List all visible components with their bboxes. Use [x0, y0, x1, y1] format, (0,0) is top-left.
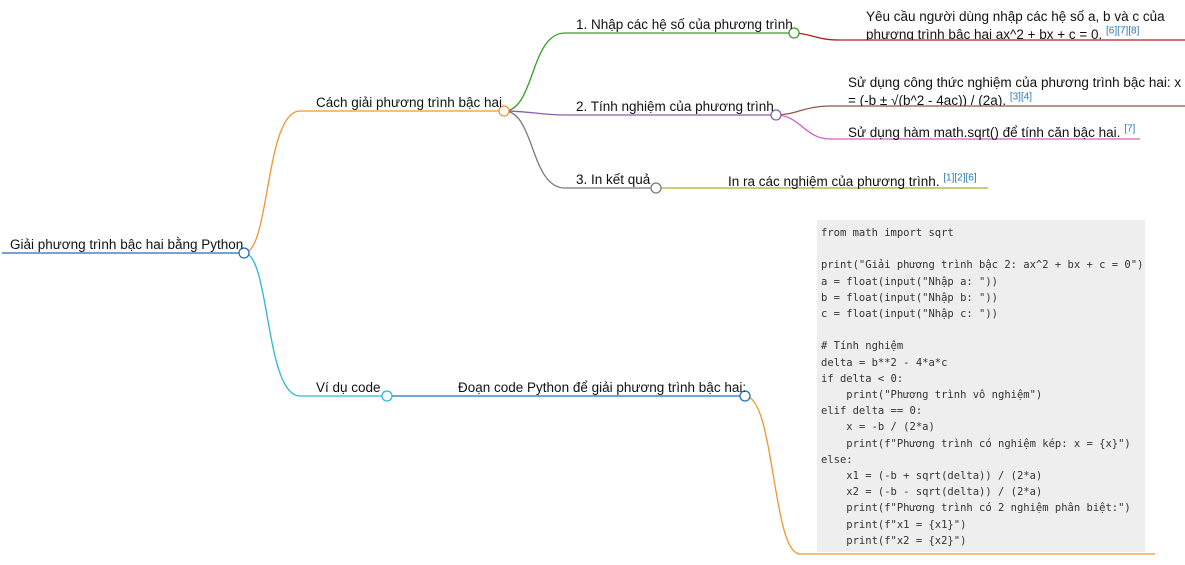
branch-method-label[interactable]: Cách giải phương trình bậc hai — [316, 95, 503, 110]
note-output-citations[interactable]: [1][2][6] — [943, 173, 977, 184]
note-input-text: Yêu cầu người dùng nhập các hệ số a, b v… — [866, 9, 1165, 40]
note-sqrt: Sử dụng hàm math.sqrt() để tính căn bậc … — [848, 124, 1135, 140]
edge-step-compute-to-sqrt-note — [775, 114, 1140, 140]
code-label-node-dot[interactable] — [739, 390, 751, 402]
note-formula: Sử dụng công thức nghiệm của phương trìn… — [848, 74, 1184, 106]
step-compute-label[interactable]: 2. Tính nghiệm của phương trình — [576, 99, 774, 114]
edge-root-to-example — [243, 252, 387, 397]
edge-root-to-method — [243, 110, 504, 254]
step-output-label[interactable]: 3. In kết quả — [576, 172, 651, 187]
branch-example-label[interactable]: Ví dụ code — [316, 380, 381, 395]
edge-method-to-step-output — [503, 110, 656, 189]
note-output-text: In ra các nghiệm của phương trình. — [728, 174, 940, 189]
step-input-node-dot[interactable] — [788, 27, 800, 39]
step-output-node-dot[interactable] — [650, 182, 662, 194]
edge-method-to-step-compute — [503, 110, 776, 116]
note-sqrt-text: Sử dụng hàm math.sqrt() để tính căn bậc … — [848, 125, 1121, 140]
edge-code-label-to-code-block — [744, 395, 1155, 555]
note-output: In ra các nghiệm của phương trình. [1][2… — [728, 173, 977, 189]
note-formula-citations[interactable]: [3][4] — [1009, 91, 1033, 103]
python-code-block: from math import sqrt print("Giải phương… — [817, 220, 1145, 552]
edge-step-compute-to-formula-note — [775, 105, 1185, 116]
root-node-dot[interactable] — [238, 247, 250, 259]
note-input: Yêu cầu người dùng nhập các hệ số a, b v… — [866, 8, 1184, 40]
code-label[interactable]: Đoạn code Python để giải phương trình bậ… — [458, 380, 747, 395]
root-label[interactable]: Giải phương trình bậc hai bằng Python — [10, 237, 244, 252]
method-node-dot[interactable] — [498, 105, 510, 117]
note-input-citations[interactable]: [6][7][8] — [1106, 25, 1140, 37]
note-sqrt-citations[interactable]: [7] — [1124, 124, 1136, 135]
step-compute-node-dot[interactable] — [770, 109, 782, 121]
note-formula-text: Sử dụng công thức nghiệm của phương trìn… — [848, 75, 1182, 106]
step-input-label[interactable]: 1. Nhập các hệ số của phương trình — [576, 17, 793, 32]
edge-method-to-step-input — [503, 32, 794, 112]
example-node-dot[interactable] — [381, 390, 393, 402]
